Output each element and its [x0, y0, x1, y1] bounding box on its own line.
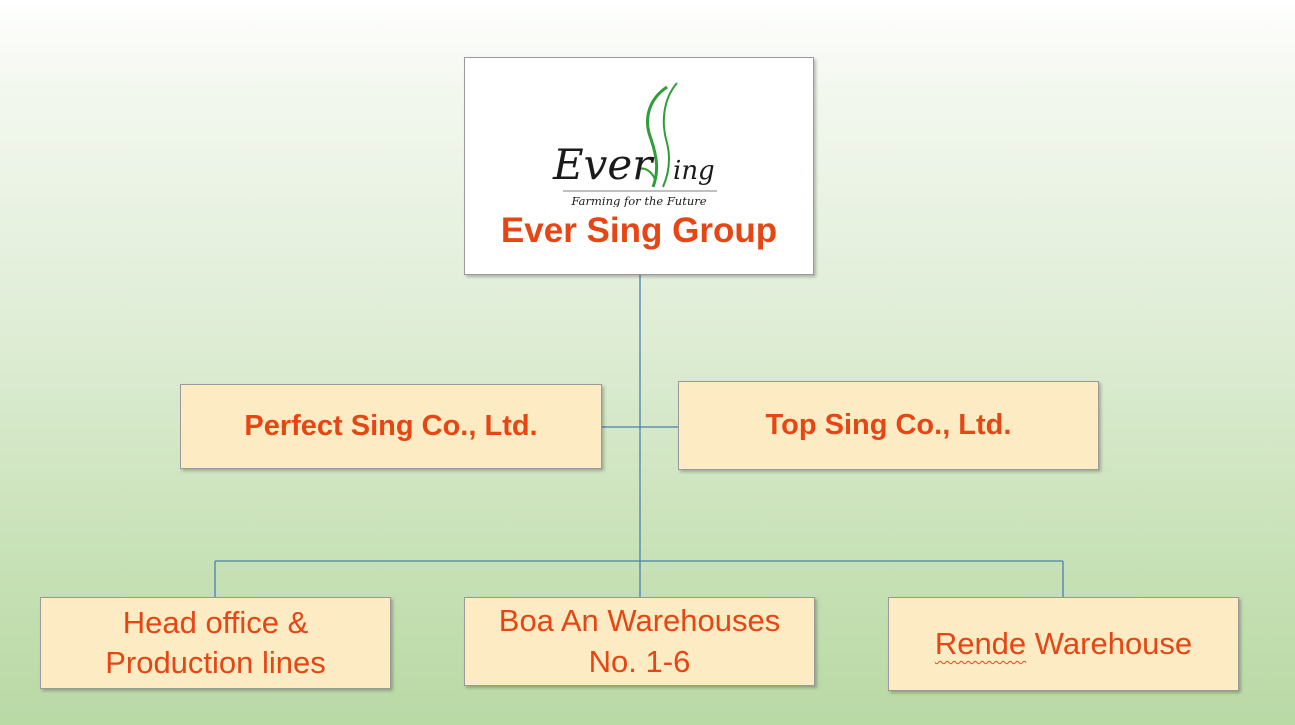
perfect-sing-label: Perfect Sing Co., Ltd.	[244, 410, 538, 442]
ever-sing-group-node: Ever ing Farming for the Future Ever Sin…	[464, 57, 814, 275]
boa-an-line1: Boa An Warehouses	[498, 603, 781, 639]
rende-word: Rende	[934, 625, 1027, 661]
head-office-node: Head office & Production lines	[40, 597, 391, 689]
head-office-line1: Head office &	[122, 604, 309, 640]
group-title: Ever Sing Group	[500, 211, 778, 250]
logo-wordmark-left: Ever	[552, 140, 655, 189]
ever-sing-logo: Ever ing Farming for the Future	[552, 82, 717, 207]
warehouse-word: Warehouse	[1026, 625, 1193, 661]
logo-tagline: Farming for the Future	[570, 194, 706, 207]
boa-an-warehouses-node: Boa An Warehouses No. 1-6	[464, 597, 815, 686]
boa-an-line2: No. 1-6	[588, 643, 691, 679]
top-sing-label: Top Sing Co., Ltd.	[765, 409, 1012, 441]
logo-wordmark-right: ing	[673, 156, 715, 186]
rende-warehouse-node: Rende Warehouse	[888, 597, 1239, 691]
top-sing-node: Top Sing Co., Ltd.	[678, 381, 1099, 470]
head-office-line2: Production lines	[105, 645, 326, 680]
rende-warehouse-label: Rende Warehouse	[935, 624, 1192, 664]
perfect-sing-node: Perfect Sing Co., Ltd.	[180, 384, 602, 469]
